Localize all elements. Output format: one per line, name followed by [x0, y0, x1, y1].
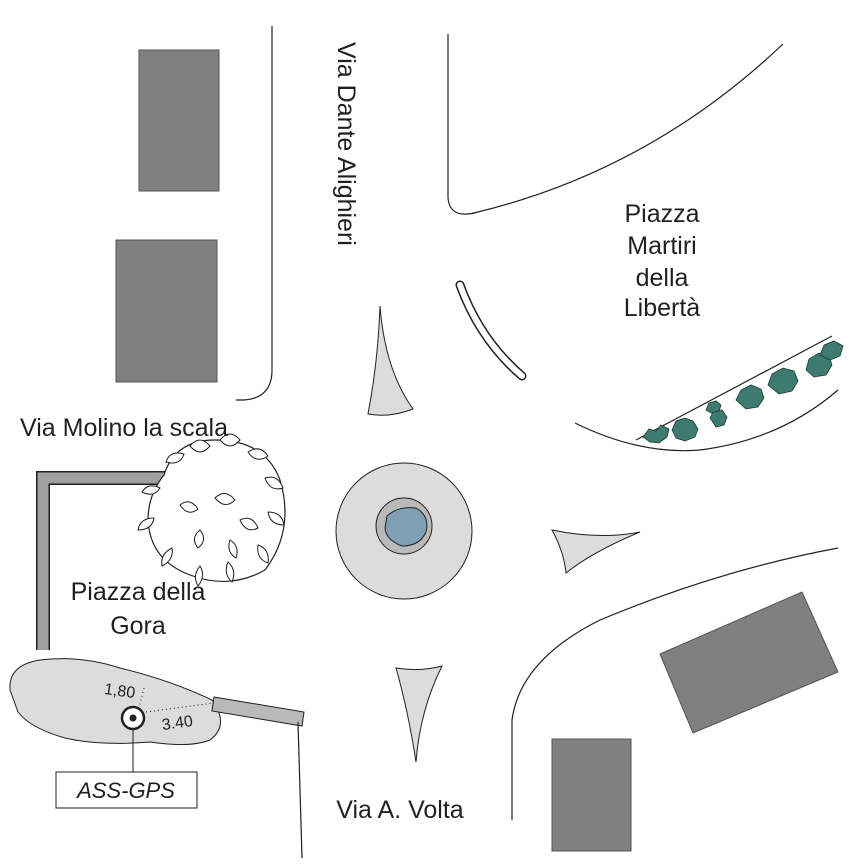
- pipe: [211, 696, 305, 727]
- shrub-icon: [642, 340, 844, 444]
- traffic-island: [367, 305, 414, 416]
- building: [138, 49, 220, 192]
- fountain-water: [384, 507, 428, 547]
- traffic-island: [551, 529, 641, 574]
- hedge-strip: [574, 389, 839, 452]
- place-label-martiri: Martiri: [627, 232, 696, 260]
- survey-area: [9, 658, 221, 746]
- street-label-via-dante: Via Dante Alighieri: [332, 42, 360, 246]
- building: [551, 738, 632, 852]
- hedge-strip: [635, 335, 833, 441]
- tree-canopy-icon: [137, 433, 286, 587]
- building: [115, 239, 218, 383]
- place-label-gora: Piazza della: [71, 578, 206, 606]
- building: [659, 591, 839, 734]
- road-edge: [447, 34, 784, 215]
- place-label-martiri: della: [636, 264, 689, 292]
- place-label-martiri: Piazza: [624, 200, 699, 228]
- road-edge: [236, 26, 273, 401]
- place-label-martiri: Libertà: [624, 294, 701, 322]
- median-curb: [455, 280, 527, 381]
- traffic-island: [395, 665, 443, 763]
- target-circle-icon[interactable]: [120, 705, 146, 731]
- marker-label: ASS-GPS: [75, 778, 175, 803]
- road-edge: [511, 547, 839, 820]
- measure-label-2: 3.40: [161, 713, 194, 734]
- median-curb: [457, 282, 525, 379]
- street-label-via-molino: Via Molino la scala: [20, 414, 228, 442]
- wall: [37, 472, 180, 650]
- place-label-gora: Gora: [110, 612, 166, 640]
- pipe-line: [297, 721, 303, 859]
- street-label-via-volta: Via A. Volta: [336, 796, 464, 824]
- measure-label-1: 1,80: [103, 681, 136, 702]
- marker-box: [55, 771, 198, 809]
